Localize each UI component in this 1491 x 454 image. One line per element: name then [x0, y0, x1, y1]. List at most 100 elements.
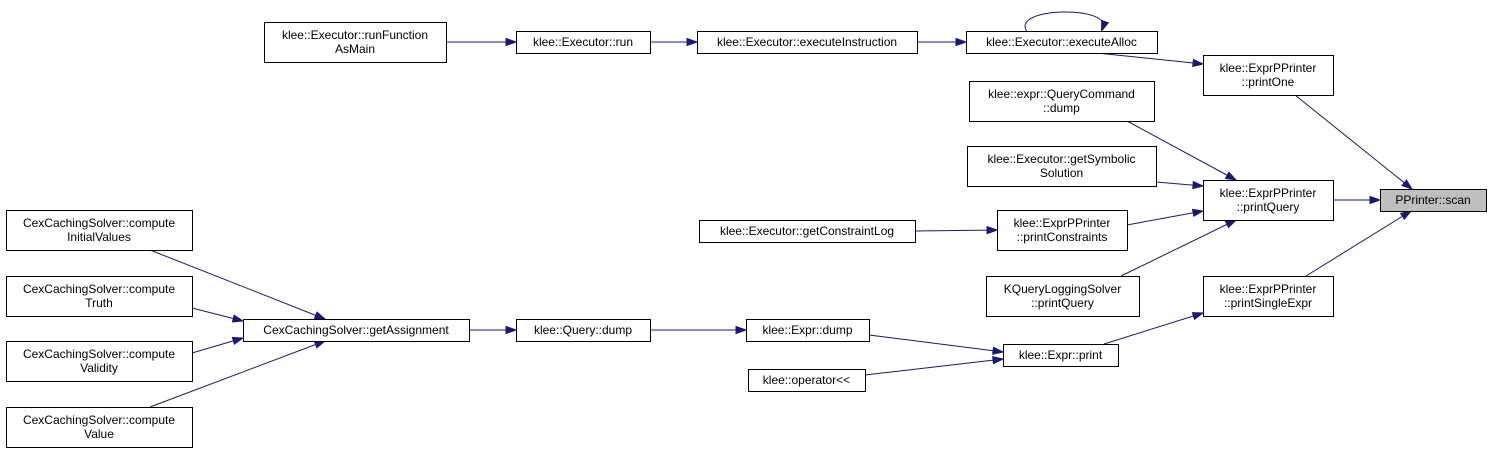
node-get-assignment[interactable]: CexCachingSolver::getAssignment	[243, 319, 470, 342]
node-box	[748, 369, 866, 392]
edge-query-command-dump-to-print-query	[1126, 120, 1238, 181]
node-label: klee::ExprPPrinter	[1220, 186, 1317, 200]
edge-line	[1126, 210, 1204, 226]
node-box	[1203, 180, 1334, 221]
edge-expr-print-to-print-single-expr	[1103, 312, 1205, 345]
node-box	[6, 276, 193, 317]
edge-get-constraint-log-to-print-constraints	[914, 225, 999, 235]
arrow-head	[231, 336, 245, 345]
node-label: klee::Expr::print	[1019, 348, 1103, 362]
edge-line	[1305, 210, 1412, 277]
node-label: klee::Executor::runFunction	[282, 28, 428, 42]
node-label: PPrinter::scan	[1395, 193, 1470, 207]
arrow-head	[1399, 210, 1413, 221]
node-label: klee::expr::QueryCommand	[988, 87, 1135, 101]
arrow-head	[313, 311, 327, 320]
edge-compute-validity-to-get-assignment	[191, 336, 245, 354]
edge-expr-dump-to-expr-print	[868, 334, 1005, 355]
arrow-head	[1369, 195, 1382, 205]
node-label: Solution	[1040, 166, 1083, 180]
node-run[interactable]: klee::Executor::run	[516, 31, 651, 54]
node-box	[697, 31, 918, 54]
edges-layer	[149, 11, 1414, 408]
arrow-head	[1191, 208, 1205, 218]
node-label: klee::ExprPPrinter	[1220, 282, 1317, 296]
node-box	[997, 210, 1128, 251]
node-label: ::printConstraints	[1017, 230, 1108, 244]
node-label: klee::Executor::getConstraintLog	[720, 224, 894, 238]
node-label: ::printQuery	[1031, 296, 1094, 310]
node-box	[967, 146, 1157, 187]
node-execute-instruction[interactable]: klee::Executor::executeInstruction	[697, 31, 918, 54]
arrow-head	[231, 314, 245, 323]
node-query-dump[interactable]: klee::Query::dump	[516, 319, 651, 342]
node-expr-print[interactable]: klee::Expr::print	[1003, 344, 1119, 367]
node-query-command-dump[interactable]: klee::expr::QueryCommand::dump	[969, 81, 1155, 122]
node-label: CexCachingSolver::compute	[23, 282, 175, 296]
node-label: ::printQuery	[1237, 200, 1300, 214]
node-box	[516, 319, 651, 342]
edge-compute-initial-values-to-get-assignment	[149, 249, 327, 320]
node-label: Value	[84, 427, 114, 441]
node-box	[1380, 189, 1487, 212]
node-label: InitialValues	[67, 230, 131, 244]
node-label: CexCachingSolver::compute	[23, 216, 175, 230]
node-box	[699, 220, 916, 243]
edge-line	[868, 334, 1004, 353]
node-label: ::printOne	[1242, 75, 1295, 89]
arrow-head	[735, 325, 748, 335]
edge-execute-alloc-to-execute-alloc	[1024, 11, 1110, 33]
edge-line	[864, 358, 1004, 376]
node-box	[264, 22, 447, 63]
arrow-head	[1401, 179, 1414, 190]
node-box	[1203, 276, 1334, 317]
edge-line	[1120, 219, 1237, 277]
edge-line	[149, 249, 326, 320]
arrow-head	[1224, 171, 1238, 181]
edge-get-assignment-to-query-dump	[469, 325, 518, 335]
node-print-single-expr[interactable]: klee::ExprPPrinter::printSingleExpr	[1203, 276, 1334, 317]
node-label: Truth	[85, 296, 113, 310]
edge-query-dump-to-expr-dump	[650, 325, 748, 335]
node-get-constraint-log[interactable]: klee::Executor::getConstraintLog	[699, 220, 916, 243]
node-operator-lt-lt[interactable]: klee::operator<<	[748, 369, 866, 392]
edge-line	[1096, 52, 1204, 65]
edge-line	[1294, 94, 1413, 190]
arrow-head	[1191, 312, 1205, 321]
node-label: Validity	[80, 361, 118, 375]
edge-line	[1024, 11, 1104, 32]
node-print-one[interactable]: klee::ExprPPrinter::printOne	[1203, 55, 1334, 96]
edge-line	[149, 340, 326, 408]
node-scan[interactable]: PPrinter::scan	[1380, 189, 1487, 212]
arrow-head	[1100, 19, 1110, 33]
node-box	[746, 319, 870, 342]
edge-run-function-as-main-to-run	[446, 37, 518, 47]
node-label: klee::operator<<	[763, 373, 850, 387]
node-expr-dump[interactable]: klee::Expr::dump	[746, 319, 870, 342]
node-label: klee::Executor::run	[533, 35, 633, 49]
edge-execute-alloc-to-print-one	[1096, 52, 1205, 68]
node-print-constraints[interactable]: klee::ExprPPrinter::printConstraints	[997, 210, 1128, 251]
node-label: ::dump	[1043, 101, 1080, 115]
edge-line	[1103, 312, 1204, 345]
node-print-query[interactable]: klee::ExprPPrinter::printQuery	[1203, 180, 1334, 221]
node-box	[243, 319, 470, 342]
arrow-head	[1192, 58, 1205, 68]
node-box	[969, 81, 1155, 122]
node-box	[986, 276, 1140, 317]
node-box	[6, 210, 193, 251]
node-label: klee::Query::dump	[534, 323, 632, 337]
node-kquery-print-query[interactable]: KQueryLoggingSolver::printQuery	[986, 276, 1140, 317]
arrow-head	[986, 225, 999, 235]
node-execute-alloc[interactable]: klee::Executor::executeAlloc	[966, 31, 1158, 54]
node-label: klee::ExprPPrinter	[1220, 61, 1317, 75]
node-label: klee::Executor::executeInstruction	[717, 35, 897, 49]
